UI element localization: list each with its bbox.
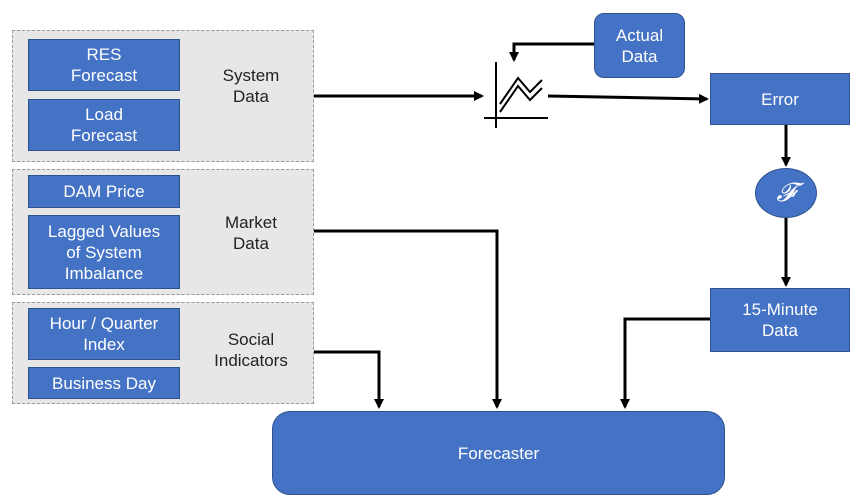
fifteen-minute-data-box: 15-Minute Data: [710, 288, 850, 352]
res-forecast-box: RES Forecast: [28, 39, 180, 91]
operator-f-node: 𝓕: [755, 168, 817, 218]
market-data-group: DAM Price Lagged Values of System Imbala…: [12, 169, 314, 295]
arrow-actual-to-compare: [509, 42, 594, 62]
error-box: Error: [710, 73, 850, 125]
load-forecast-box: Load Forecast: [28, 99, 180, 151]
system-data-group: RES Forecast Load Forecast System Data: [12, 30, 314, 162]
arrow-market-to-forecaster: [314, 229, 502, 409]
system-data-label: System Data: [222, 66, 280, 106]
arrow-social-to-forecaster: [314, 350, 384, 409]
forecaster-box: Forecaster: [272, 411, 725, 495]
actual-data-box: Actual Data: [594, 13, 685, 78]
comparator-icon: [484, 62, 548, 128]
social-indicators-label: Social Indicators: [214, 330, 288, 370]
hour-quarter-index-box: Hour / Quarter Index: [28, 308, 180, 360]
market-data-label: Market Data: [225, 213, 277, 253]
dam-price-box: DAM Price: [28, 175, 180, 208]
arrow-compare-to-error: [547, 93, 709, 104]
arrow-15min-to-forecaster: [620, 317, 710, 409]
lagged-values-box: Lagged Values of System Imbalance: [28, 215, 180, 289]
business-day-box: Business Day: [28, 367, 180, 399]
social-indicators-group: Hour / Quarter Index Business Day Social…: [12, 302, 314, 404]
